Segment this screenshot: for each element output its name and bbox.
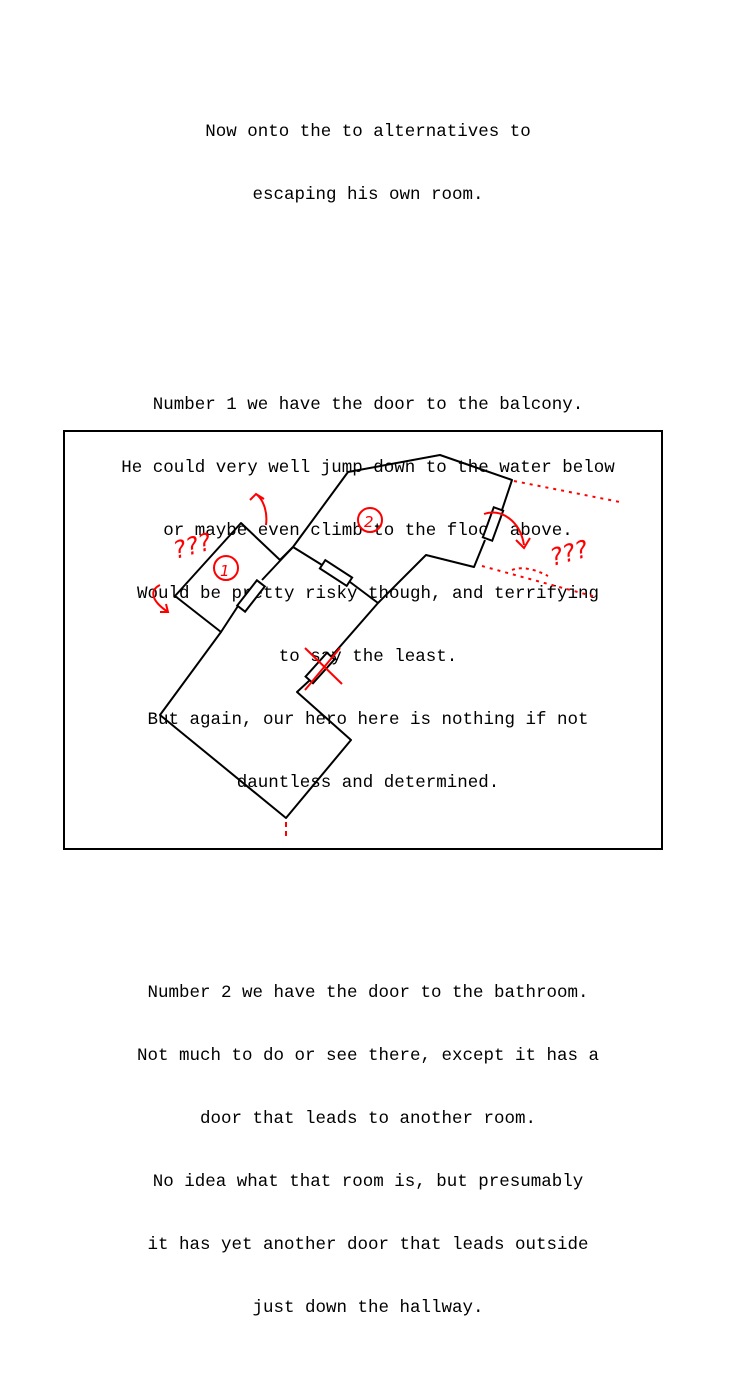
floor-plan-sketch: 1 2 ??? ??? (152, 454, 621, 840)
paragraph-3: Number 2 we have the door to the bathroo… (0, 941, 729, 1361)
paragraph-2: Number 1 we have the door to the balcony… (0, 353, 729, 836)
arrow-up-icon (249, 492, 268, 526)
text-line: just down the hallway. (252, 1298, 484, 1318)
bathroom-exit-door (481, 505, 505, 543)
text-line: dauntless and determined. (236, 773, 500, 793)
text-line: Number 2 we have the door to the bathroo… (147, 983, 589, 1003)
text-line: But again, our hero here is nothing if n… (147, 710, 589, 730)
room-2-circle (357, 507, 383, 533)
text-line: door that leads to another room. (199, 1109, 537, 1129)
text-line: Not much to do or see there, except it h… (136, 1046, 600, 1066)
arrow-swing-icon (483, 511, 531, 550)
balcony-edge-bottom (481, 565, 597, 598)
text-line: or maybe even climb to the floor above. (163, 521, 573, 541)
text-line: No idea what that room is, but presumabl… (152, 1172, 584, 1192)
text-line: escaping his own room. (252, 185, 484, 205)
room-2-label: 2 (364, 513, 374, 531)
text-line: Now onto the to alternatives to (205, 122, 531, 142)
doors (235, 505, 505, 685)
walls (159, 454, 513, 819)
balcony-edge-top (513, 480, 621, 503)
diagram-frame (63, 430, 663, 850)
text-line: it has yet another door that leads outsi… (147, 1235, 589, 1255)
bathroom-door (318, 558, 354, 588)
room-1-circle (213, 555, 239, 581)
blocked-door (304, 651, 336, 685)
room-1-label: 1 (220, 562, 230, 580)
paragraph-1: Now onto the to alternatives to escaping… (0, 80, 729, 248)
text-line: Number 1 we have the door to the balcony… (152, 395, 584, 415)
text-line: He could very well jump down to the wate… (121, 458, 615, 478)
blocked-x-mark (304, 647, 343, 691)
hallway-dots (511, 567, 549, 577)
arrow-down-left-icon (152, 584, 170, 613)
question-marks-right: ??? (547, 535, 591, 572)
annotations (152, 480, 621, 840)
balcony-room-door (235, 578, 267, 614)
